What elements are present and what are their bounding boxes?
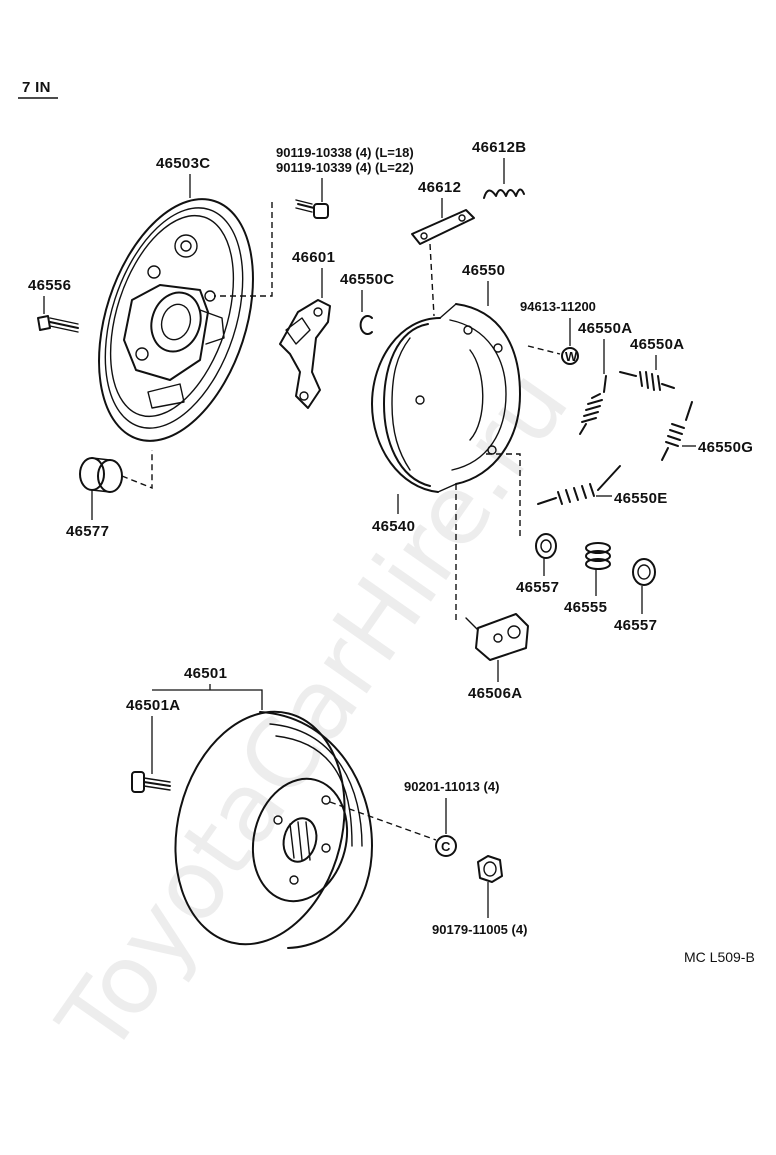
label-46550A-1: 46550A: [578, 320, 632, 337]
label-46540: 46540: [372, 518, 415, 535]
label-46503C: 46503C: [156, 155, 210, 172]
variant-header: 7 IN: [18, 79, 58, 99]
nut-90179-drawing[interactable]: [477, 855, 503, 883]
cup-46557-right-drawing[interactable]: [632, 558, 656, 586]
label-46550: 46550: [462, 262, 505, 279]
label-46556: 46556: [28, 277, 71, 294]
hole-plug-46577-drawing[interactable]: [79, 457, 123, 493]
spring-46550A-horizontal-drawing[interactable]: [619, 371, 675, 391]
bolt-90119-drawing[interactable]: [295, 199, 329, 219]
svg-text:W: W: [565, 349, 578, 364]
label-46550A-2: 46550A: [630, 336, 684, 353]
washer-94613-drawing[interactable]: W: [561, 347, 579, 365]
backing-plate-drawing[interactable]: [71, 179, 281, 460]
hub-bolt-46501A-drawing[interactable]: [131, 771, 171, 793]
label-90119-10339: 90119-10339 (4) (L=22): [276, 160, 414, 175]
label-46555: 46555: [564, 599, 607, 616]
spring-46550A-vertical-drawing[interactable]: [579, 375, 607, 435]
spring-46555-drawing[interactable]: [585, 542, 611, 570]
brake-shoe-set-drawing[interactable]: [371, 303, 521, 493]
wheel-cylinder-46506A-drawing[interactable]: [465, 613, 529, 661]
label-46601: 46601: [292, 249, 335, 266]
variant-label: 7 IN: [22, 79, 51, 96]
bolt-46556-drawing[interactable]: [37, 315, 79, 333]
spring-46550E-drawing[interactable]: [537, 465, 621, 505]
label-46501A: 46501A: [126, 697, 180, 714]
svg-text:C: C: [441, 839, 451, 854]
label-46612B: 46612B: [472, 139, 526, 156]
brake-drum-46501-drawing[interactable]: [152, 694, 373, 963]
label-90179-11005: 90179-11005 (4): [432, 922, 527, 937]
label-46550C: 46550C: [340, 271, 394, 288]
label-90201-11013: 90201-11013 (4): [404, 779, 499, 794]
label-94613-11200: 94613-11200: [520, 299, 596, 314]
strut-spring-46612B-drawing[interactable]: [483, 188, 525, 199]
spring-46550G-drawing[interactable]: [661, 401, 693, 461]
c-washer-46550C-drawing[interactable]: [359, 315, 373, 335]
label-90119-10338: 90119-10338 (4) (L=18): [276, 145, 414, 160]
watermark-text: ToyotaCarHire.ru: [37, 350, 591, 1074]
label-46501: 46501: [184, 665, 227, 682]
nut-90201-drawing[interactable]: C: [435, 835, 457, 857]
label-46557-right: 46557: [614, 617, 657, 634]
label-46506A: 46506A: [468, 685, 522, 702]
label-46612: 46612: [418, 179, 461, 196]
label-46550E: 46550E: [614, 490, 668, 507]
cup-46557-left-drawing[interactable]: [535, 533, 557, 559]
label-46557-left: 46557: [516, 579, 559, 596]
diagram-code: MC L509-B: [684, 949, 755, 965]
label-46550G: 46550G: [698, 439, 753, 456]
lever-46601-drawing[interactable]: [279, 299, 331, 409]
strut-46612-drawing[interactable]: [411, 209, 475, 245]
label-46577: 46577: [66, 523, 109, 540]
